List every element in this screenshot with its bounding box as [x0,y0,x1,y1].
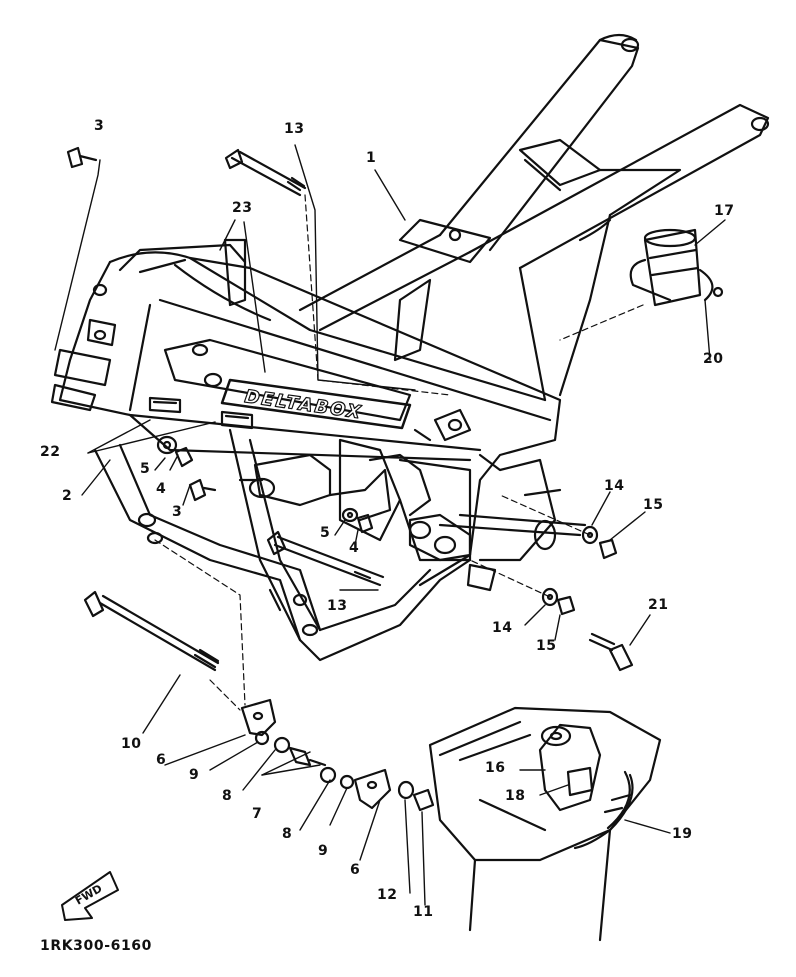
callout-7: 7 [252,806,263,822]
long-bolt-13-lower [266,530,385,587]
callout-22: 22 [40,444,61,460]
callout-13-upper: 13 [284,121,305,137]
callout-6-left: 6 [156,752,167,768]
callout-23: 23 [232,200,253,216]
bolt-3-lower [188,478,217,502]
callout-19: 19 [672,826,693,842]
callout-8-right: 8 [282,826,293,842]
callout-5-left: 5 [140,461,151,477]
rear-subframe [298,33,770,402]
callout-4-left: 4 [156,481,167,497]
callout-3-upper: 3 [94,118,105,134]
callout-16: 16 [485,760,506,776]
engine-mount-brackets [238,408,587,592]
callout-21: 21 [648,597,669,613]
callout-12: 12 [377,887,398,903]
callout-10: 10 [121,736,142,752]
deltabox-text: DELTABOX [243,386,364,423]
battery-box [428,706,662,942]
fasteners [156,435,634,672]
main-frame [58,238,562,587]
dashed-reference-lines [154,194,644,711]
drawing-code: 1RK300-6160 [40,938,152,954]
callout-15-lower: 15 [536,638,557,654]
fwd-arrow-icon: FWD [61,871,119,921]
bolt-3-upper [66,146,98,169]
relay-17 [629,228,724,307]
callout-15-upper: 15 [643,497,664,513]
front-clamps [50,318,117,412]
callout-4-mid: 4 [349,540,360,556]
long-bolt-13-upper [224,148,307,197]
callout-20: 20 [703,351,724,367]
callout-1: 1 [366,150,377,166]
callout-9-left: 9 [189,767,200,783]
callout-13-lower: 13 [327,598,348,614]
callout-9-right: 9 [318,843,329,859]
callout-8-left: 8 [222,788,233,804]
long-bolt-10 [83,590,220,672]
callout-3-lower: 3 [172,504,183,520]
lower-cradle [93,428,472,662]
callout-11: 11 [413,904,434,920]
callout-5-mid: 5 [320,525,331,541]
callout-14-upper: 14 [604,478,625,494]
side-emblems [148,396,254,430]
callout-14-lower: 14 [492,620,513,636]
callout-6-right: 6 [350,862,361,878]
leader-lines [54,144,726,906]
callout-17: 17 [714,203,735,219]
callout-2: 2 [62,488,73,504]
callout-18: 18 [505,788,526,804]
